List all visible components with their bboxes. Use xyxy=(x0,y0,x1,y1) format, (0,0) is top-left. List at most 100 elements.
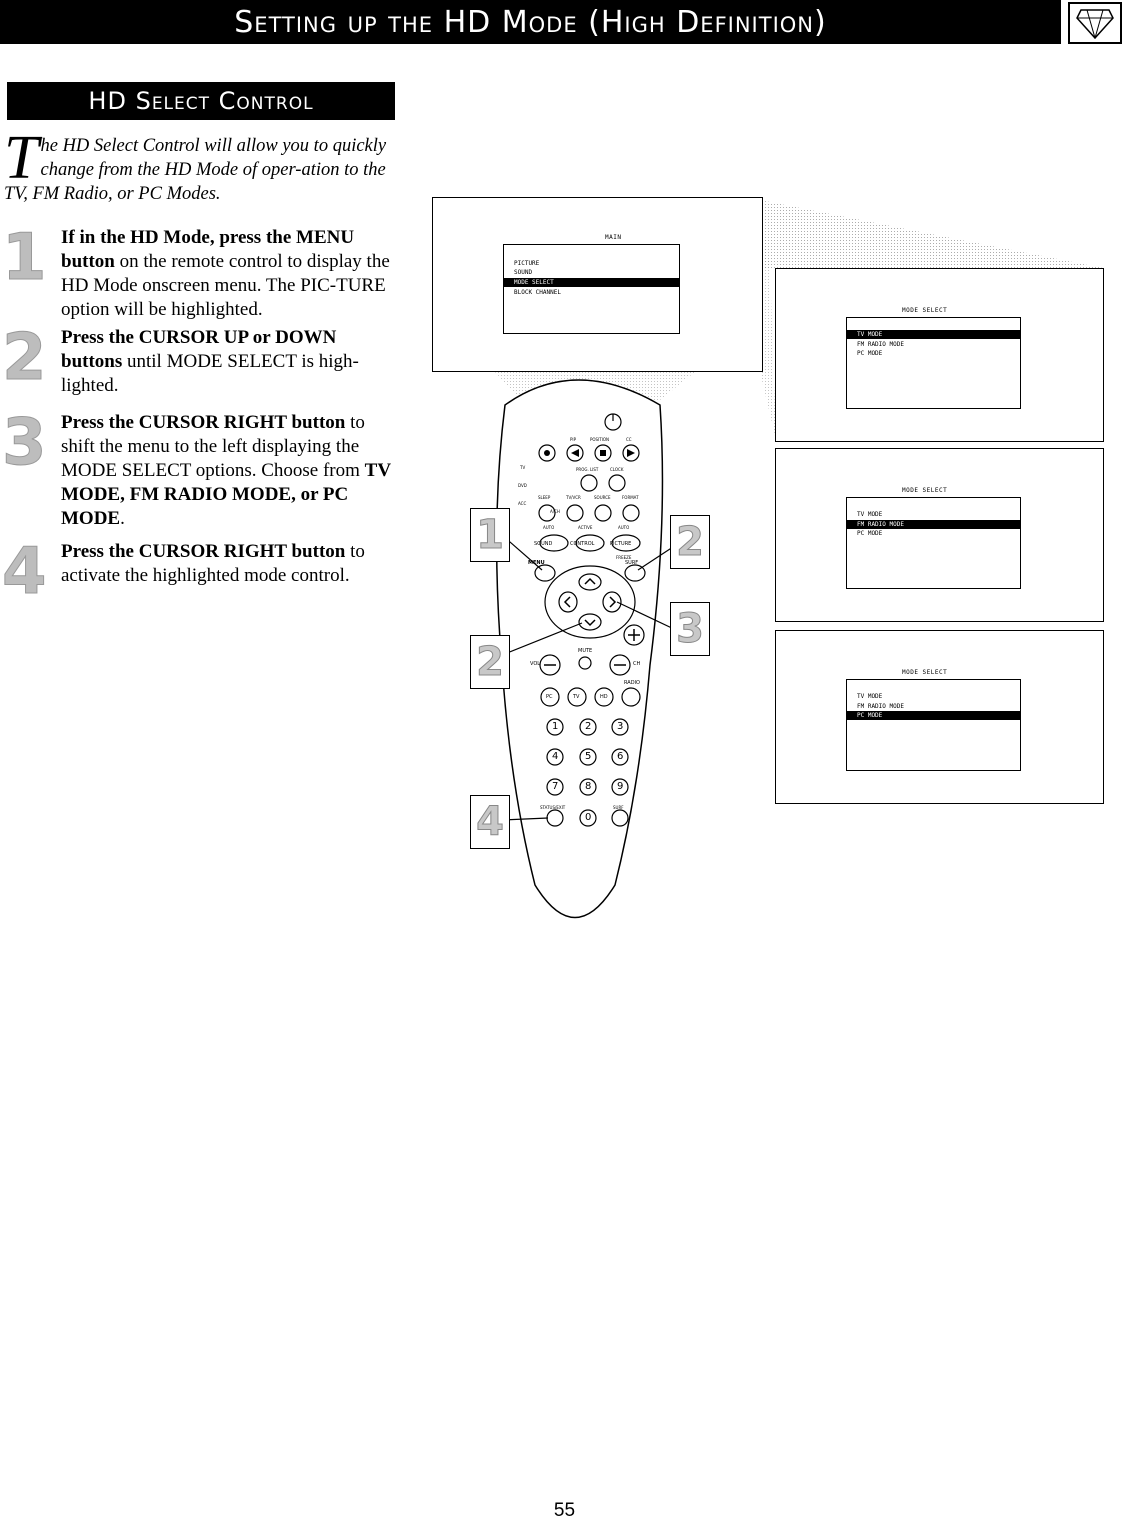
menu-item-block-channel[interactable]: BLOCK CHANNEL xyxy=(514,289,561,296)
mode-menu-frame: TV MODE FM RADIO MODE PC MODE xyxy=(846,679,1021,771)
mode-menu-frame: TV MODE FM RADIO MODE PC MODE xyxy=(846,497,1021,589)
digit-6-button[interactable]: 6 xyxy=(617,751,624,762)
step-text: Press the CURSOR UP or DOWN buttons unti… xyxy=(61,326,391,398)
remote-body xyxy=(495,379,677,919)
mode-menu-title: MODE SELECT xyxy=(902,487,948,494)
step-bold: Press the CURSOR RIGHT button xyxy=(61,412,346,433)
menu-button-label[interactable]: MENU xyxy=(528,560,545,566)
page-title-text: Setting up the HD Mode (High Definition) xyxy=(234,4,827,40)
page-title: Setting up the HD Mode (High Definition) xyxy=(0,0,1061,44)
callout-step-4: 4 xyxy=(470,795,510,849)
step-bold-2: TV MODE, FM RADIO MODE, or PC MODE xyxy=(61,460,391,529)
main-menu-screen: MAIN PICTURE SOUND MODE SELECT BLOCK CHA… xyxy=(432,197,763,372)
mode-select-screen-3: MODE SELECT TV MODE FM RADIO MODE PC MOD… xyxy=(775,630,1104,804)
step-bold: Press the CURSOR UP or DOWN buttons xyxy=(61,327,337,372)
mode-item-fm-radio[interactable]: FM RADIO MODE xyxy=(857,341,904,348)
digit-7-button[interactable]: 7 xyxy=(552,781,559,792)
step-rest: to activate the highlighted mode control… xyxy=(61,541,365,586)
section-title-text: HD Select Control xyxy=(88,87,314,115)
callout-step-2-upper: 2 xyxy=(670,515,710,569)
callout-step-3: 3 xyxy=(670,602,710,656)
step-text: Press the CURSOR RIGHT button to shift t… xyxy=(61,411,391,531)
acc-label: ACC xyxy=(518,501,527,506)
step-rest-2: . xyxy=(120,508,125,529)
mode-item-tv[interactable]: TV MODE xyxy=(857,693,883,700)
digit-3-button[interactable]: 3 xyxy=(617,721,624,732)
mode-item-pc[interactable]: PC MODE xyxy=(847,711,1020,720)
step-rest: to shift the menu to the left displaying… xyxy=(61,412,365,481)
control-button-label[interactable]: CONTROL xyxy=(570,541,595,547)
page-number: 55 xyxy=(553,1500,576,1521)
freeze-label: FREEZE xyxy=(616,555,632,560)
digit-5-button[interactable]: 5 xyxy=(585,751,592,762)
tvvcr-label: TV/VCR xyxy=(566,495,581,500)
step-bold: Press the CURSOR RIGHT button xyxy=(61,541,346,562)
digit-8-button[interactable]: 8 xyxy=(585,781,592,792)
remote-control: MENU SURF SOUND CONTROL PICTURE VOL CH M… xyxy=(430,365,720,935)
tv-button-label[interactable]: TV xyxy=(573,694,580,700)
prog-list-label: PROG. LIST xyxy=(576,467,599,472)
status-exit-label: STATUS/EXIT xyxy=(540,805,566,810)
mode-menu-title: MODE SELECT xyxy=(902,669,948,676)
section-title: HD Select Control xyxy=(7,82,395,120)
digit-0-button[interactable]: 0 xyxy=(585,812,592,823)
mode-item-pc[interactable]: PC MODE xyxy=(857,350,883,357)
callout-step-2-lower: 2 xyxy=(470,635,510,689)
auto-label-2: AUTO xyxy=(618,525,630,530)
mode-menu-title: MODE SELECT xyxy=(902,307,948,314)
step-rest: until MODE SELECT is high-lighted. xyxy=(61,351,359,396)
dvd-label: DVD xyxy=(518,483,527,488)
pip-label: PIP xyxy=(570,437,577,442)
step-number: 4 xyxy=(2,535,48,609)
surf-label-2: SURF xyxy=(613,805,624,810)
position-label: POSITION xyxy=(590,437,610,442)
menu-item-mode-select[interactable]: MODE SELECT xyxy=(504,278,679,287)
active-label: ACTIVE xyxy=(578,525,593,530)
digit-4-button[interactable]: 4 xyxy=(552,751,559,762)
step-rest: on the remote control to display the HD … xyxy=(61,251,390,320)
surf-button-label[interactable]: SURF xyxy=(625,560,639,566)
hd-button-label[interactable]: HD xyxy=(600,694,608,700)
picture-button-label[interactable]: PICTURE xyxy=(610,541,632,547)
av-label: A/CH xyxy=(550,509,560,514)
diamond-icon xyxy=(1068,2,1122,44)
mute-label: MUTE xyxy=(578,648,593,654)
main-menu-title: MAIN xyxy=(605,234,622,241)
main-menu-frame: PICTURE SOUND MODE SELECT BLOCK CHANNEL xyxy=(503,244,680,334)
step-number: 3 xyxy=(2,406,48,480)
vol-label: VOL xyxy=(530,661,541,667)
step-number: 2 xyxy=(2,321,48,395)
cc-label: CC xyxy=(626,437,632,442)
sleep-label: SLEEP xyxy=(538,495,551,500)
pc-button-label[interactable]: PC xyxy=(546,694,553,700)
digit-9-button[interactable]: 9 xyxy=(617,781,624,792)
tv-side-label: TV xyxy=(520,465,526,470)
callout-step-1: 1 xyxy=(470,508,510,562)
source-label: SOURCE xyxy=(594,495,611,500)
menu-item-sound[interactable]: SOUND xyxy=(514,269,533,276)
ch-label: CH xyxy=(633,661,641,667)
mode-item-tv[interactable]: TV MODE xyxy=(847,330,1020,339)
step-bold: If in the HD Mode, press the MENU button xyxy=(61,227,355,272)
step-number: 1 xyxy=(2,221,48,295)
step-text: Press the CURSOR RIGHT button to activat… xyxy=(61,540,391,588)
intro-text: he HD Select Control will allow you to q… xyxy=(4,136,387,204)
mode-select-screen-2: MODE SELECT TV MODE FM RADIO MODE PC MOD… xyxy=(775,448,1104,622)
digit-2-button[interactable]: 2 xyxy=(585,721,592,732)
sound-button-label[interactable]: SOUND xyxy=(534,541,553,547)
auto-label-1: AUTO xyxy=(543,525,555,530)
mode-item-fm-radio[interactable]: FM RADIO MODE xyxy=(847,520,1020,529)
mode-item-fm-radio[interactable]: FM RADIO MODE xyxy=(857,703,904,710)
mode-select-screen-1: MODE SELECT TV MODE FM RADIO MODE PC MOD… xyxy=(775,268,1104,442)
format-label: FORMAT xyxy=(622,495,639,500)
intro-dropcap: T xyxy=(4,124,39,192)
mode-item-tv[interactable]: TV MODE xyxy=(857,511,883,518)
radio-label: RADIO xyxy=(624,680,640,686)
digit-1-button[interactable]: 1 xyxy=(552,721,559,732)
mode-item-pc[interactable]: PC MODE xyxy=(857,530,883,537)
step-text: If in the HD Mode, press the MENU button… xyxy=(61,226,391,322)
mode-menu-frame: TV MODE FM RADIO MODE PC MODE xyxy=(846,317,1021,409)
menu-item-picture[interactable]: PICTURE xyxy=(514,260,540,267)
clock-label: CLOCK xyxy=(610,467,624,472)
